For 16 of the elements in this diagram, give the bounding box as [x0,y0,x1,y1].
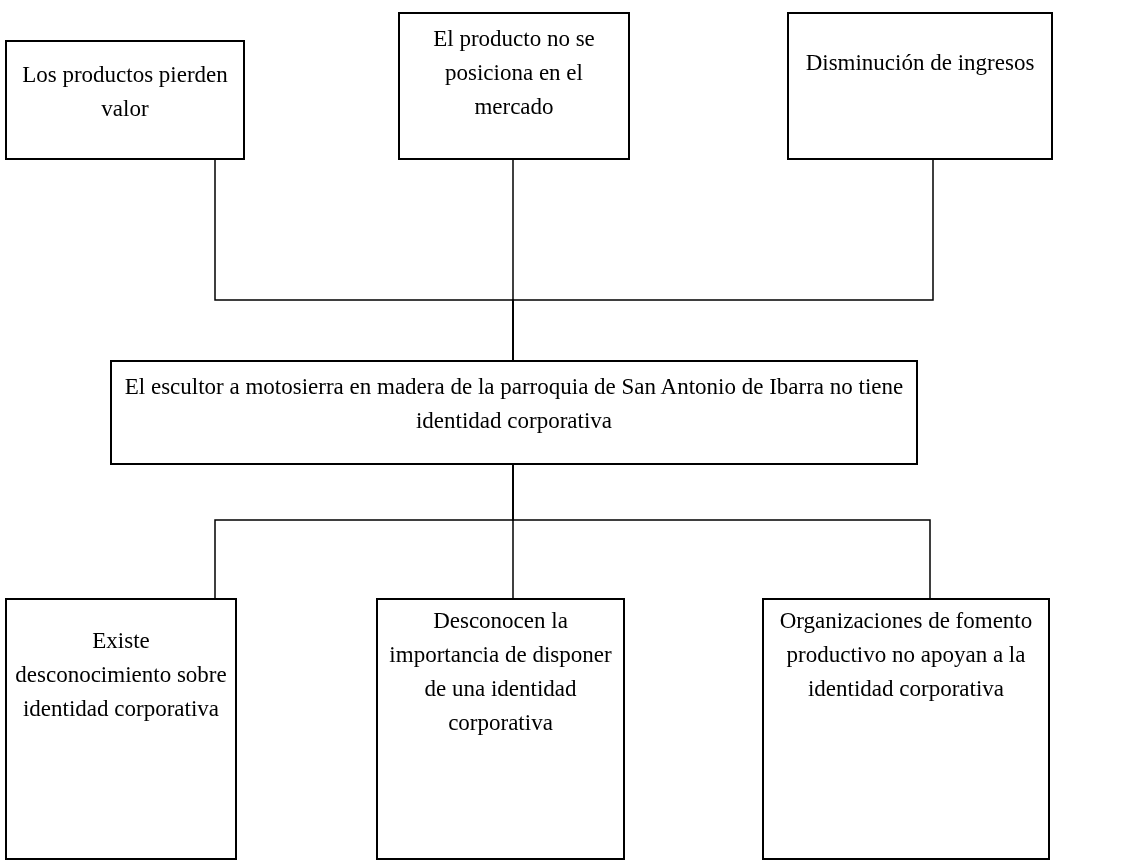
box-text: Existe desconocimiento sobre identidad corporativa [15,627,227,723]
connector-line [512,159,934,361]
text-box [762,598,1050,860]
box-text: Los productos pierden valor [21,61,229,123]
box-text: Organizaciones de fomento productivo no apoyan a la identidad corporativa [778,607,1034,703]
box-text: El producto no se posiciona en el mercado [432,25,596,121]
connector-line [512,464,931,599]
text-box [398,12,630,160]
text-box [376,598,625,860]
box-text: Desconocen la importancia de disponer de una identidad corporativa [388,607,613,737]
box-text: El escultor a motosierra en madera de la parroquia de San Antonio de Ibarra no tiene identidad corporativa [123,373,905,435]
text-box [5,40,245,160]
box-text: Disminución de ingresos [805,49,1035,77]
text-box [110,360,918,465]
text-box [787,12,1053,160]
text-box [5,598,237,860]
